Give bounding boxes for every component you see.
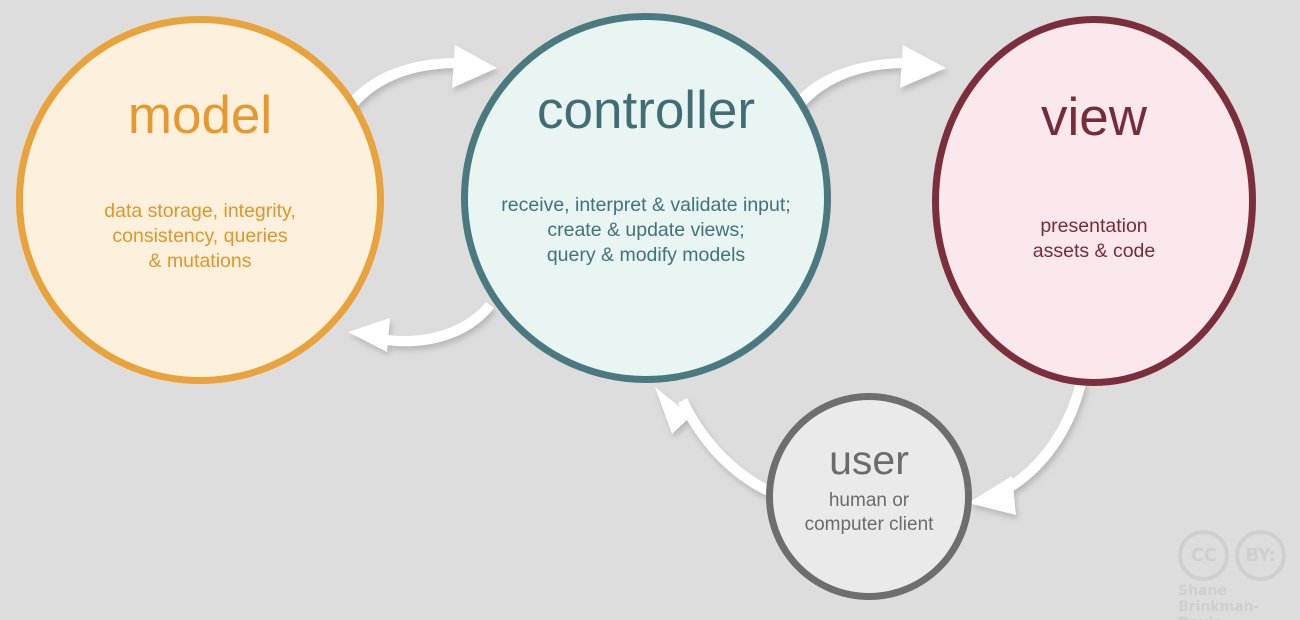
node-model[interactable]: model data storage, integrity, consisten… [16, 16, 384, 384]
cc-by-icon: BY: [1235, 530, 1286, 581]
attribution-author: Shane Brinkman-Davis [1178, 583, 1260, 620]
node-user-description: human or computer client [804, 490, 934, 536]
arrow-view-to-user [968, 381, 1086, 515]
node-controller[interactable]: controller receive, interpret & validate… [461, 13, 831, 383]
node-model-description: data storage, integrity, consistency, qu… [104, 200, 296, 272]
node-controller-description: receive, interpret & validate input; cre… [501, 194, 791, 266]
node-user-title: user [829, 437, 909, 483]
creative-commons-icon: CC [1178, 530, 1229, 581]
node-view-description: presentation assets & code [1032, 215, 1156, 262]
cc-marks: CC BY: [1178, 530, 1290, 581]
creative-commons-badge[interactable]: CC BY: Shane Brinkman-Davis [1178, 530, 1290, 620]
arrow-user-to-controller [655, 387, 777, 498]
arrow-controller-to-model [348, 302, 494, 352]
node-model-title: model [127, 86, 273, 145]
node-user[interactable]: user human or computer client [766, 393, 972, 600]
node-view[interactable]: view presentation assets & code [932, 16, 1256, 386]
node-view-title: view [1040, 88, 1148, 147]
node-controller-title: controller [537, 81, 755, 140]
arrow-model-to-controller [344, 45, 497, 112]
arrow-controller-to-view [791, 45, 946, 111]
